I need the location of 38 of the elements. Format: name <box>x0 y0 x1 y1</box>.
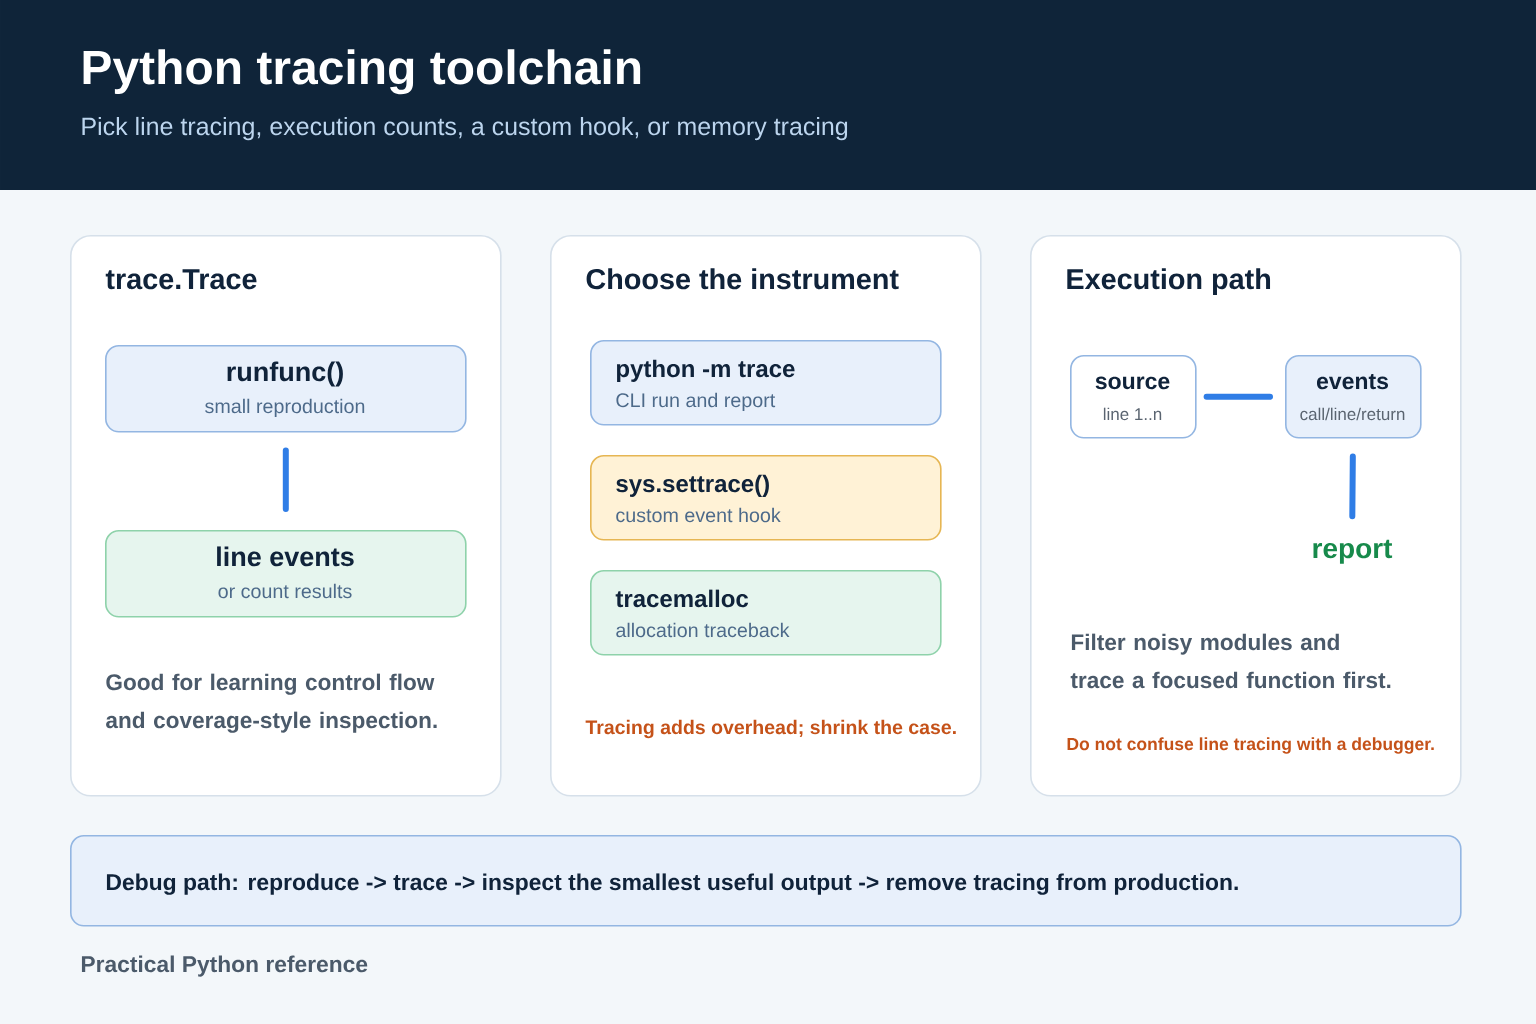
step-box <box>105 345 467 433</box>
output-label: report <box>1313 539 1393 564</box>
panel-heading: Choose the instrument <box>586 268 899 290</box>
box-subtitle: CLI run and report <box>616 392 776 412</box>
box-subtitle: small reproduction <box>205 398 365 418</box>
connector-line <box>1203 393 1273 400</box>
box-title: runfunc() <box>227 361 343 387</box>
body-text: Good for learning control flow and coverage-style inspection. <box>106 673 437 733</box>
box-subtitle: allocation traceback <box>616 622 790 638</box>
summary-text: Debug path: reproduce -> trace -> inspect the smallest useful output -> remove tracing from production. <box>106 873 1238 895</box>
body-text: Filter noisy modules and trace a focused function first. <box>1070 633 1391 689</box>
step-box <box>105 530 467 618</box>
subtitle: Pick line tracing, execution counts, a custom hook, or memory tracing <box>82 116 848 141</box>
option-box <box>590 455 942 541</box>
flow-box <box>1285 355 1422 439</box>
box-title: tracemalloc <box>615 589 749 608</box>
option-box <box>590 570 942 656</box>
panel-card <box>1030 235 1462 797</box>
flow-box <box>1070 355 1197 439</box>
box-subtitle: call/line/return <box>1300 407 1405 421</box>
box-title: python -m trace <box>617 359 795 382</box>
connector-line <box>1349 453 1356 520</box>
warning-note: Do not confuse line tracing with a debugger. <box>1067 737 1434 754</box>
footer-note: Practical Python reference <box>81 955 368 977</box>
box-title: events <box>1317 374 1388 390</box>
box-title: source <box>1095 376 1170 390</box>
panel-heading: trace.Trace <box>105 269 257 290</box>
connector-line <box>282 447 289 512</box>
title: Python tracing toolchain <box>83 49 641 95</box>
panel-heading: Execution path <box>1067 268 1271 295</box>
option-box <box>590 340 942 426</box>
box-title: line events <box>217 546 354 567</box>
box-title: sys.settrace() <box>616 474 769 497</box>
summary-bar <box>70 835 1462 927</box>
box-subtitle: line 1..n <box>1103 407 1162 421</box>
box-subtitle: custom event hook <box>616 507 781 523</box>
warning-note: Tracing adds overhead; shrink the case. <box>585 719 956 739</box>
box-subtitle: or count results <box>218 583 352 599</box>
